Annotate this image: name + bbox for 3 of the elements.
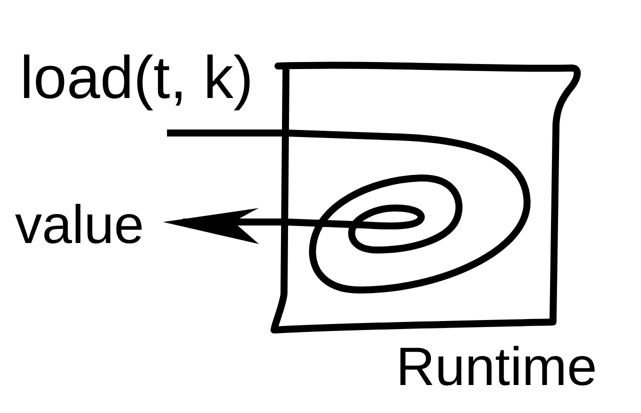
output-label: value <box>15 198 144 252</box>
function-call-label: load(t, k) <box>20 48 254 108</box>
box-title: Runtime <box>396 340 598 394</box>
